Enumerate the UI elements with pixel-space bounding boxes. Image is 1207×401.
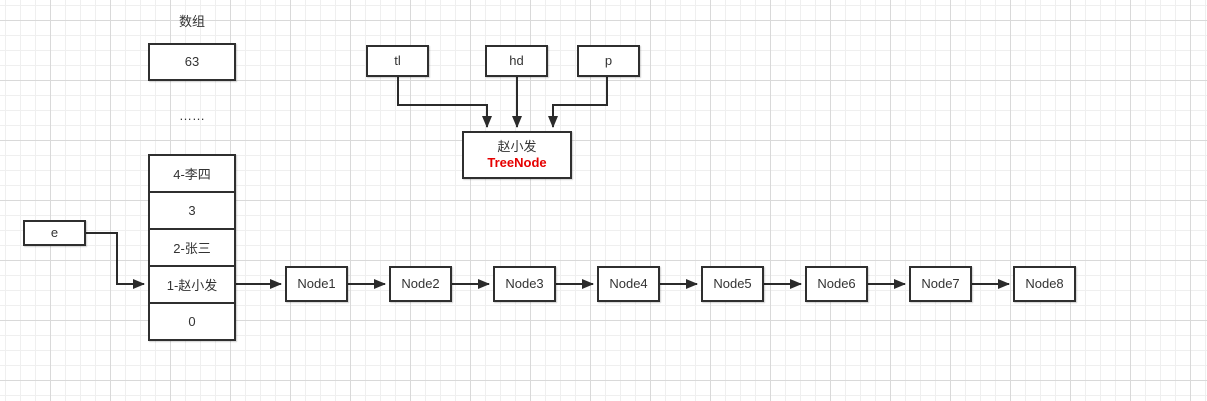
node-box-6[interactable]: Node6	[805, 266, 868, 302]
pointer-e-box[interactable]: e	[23, 220, 86, 246]
array-slot-63-box[interactable]: 63	[148, 43, 236, 81]
treenode-box[interactable]: 赵小发 TreeNode	[462, 131, 572, 179]
array-stack[interactable]: 4-李四 3 2-张三 1-赵小发 0	[148, 154, 236, 341]
array-cell-0[interactable]: 0	[150, 304, 234, 339]
pointer-hd-box[interactable]: hd	[485, 45, 548, 77]
treenode-type: TreeNode	[487, 155, 547, 170]
ellipsis-label: ……	[179, 108, 205, 123]
array-cell-label: 2-张三	[173, 241, 211, 256]
connector-e-to-array[interactable]	[86, 232, 145, 289]
array-slot-63-label: 63	[184, 54, 200, 70]
pointer-p-label: p	[604, 53, 613, 69]
pointer-hd-label: hd	[509, 53, 524, 69]
array-cell-4[interactable]: 4-李四	[150, 156, 234, 193]
pointer-e-label: e	[50, 225, 59, 241]
node-box-5[interactable]: Node5	[701, 266, 764, 302]
node-box-3[interactable]: Node3	[493, 266, 556, 302]
array-cell-2[interactable]: 2-张三	[150, 230, 234, 267]
node-box-8[interactable]: Node8	[1013, 266, 1076, 302]
pointer-p-box[interactable]: p	[577, 45, 640, 77]
node-box-7[interactable]: Node7	[909, 266, 972, 302]
node-label: Node2	[401, 276, 440, 292]
connector-tl-to-treenode[interactable]	[397, 77, 492, 128]
treenode-name: 赵小发	[497, 139, 537, 155]
node-box-2[interactable]: Node2	[389, 266, 452, 302]
node-label: Node8	[1025, 276, 1064, 292]
pointer-tl-label: tl	[394, 53, 401, 69]
array-cell-label: 3	[188, 203, 196, 218]
node-box-1[interactable]: Node1	[285, 266, 348, 302]
array-cell-label: 4-李四	[173, 167, 211, 182]
array-title: 数组	[178, 14, 205, 29]
node-label: Node1	[297, 276, 336, 292]
array-cell-3[interactable]: 3	[150, 193, 234, 230]
node-box-4[interactable]: Node4	[597, 266, 660, 302]
array-cell-label: 0	[188, 314, 196, 329]
node-label: Node7	[921, 276, 960, 292]
array-cell-1[interactable]: 1-赵小发	[150, 267, 234, 304]
node-label: Node5	[713, 276, 752, 292]
pointer-tl-box[interactable]: tl	[366, 45, 429, 77]
connector-p-to-treenode[interactable]	[548, 77, 608, 128]
node-label: Node6	[817, 276, 856, 292]
node-label: Node3	[505, 276, 544, 292]
node-label: Node4	[609, 276, 648, 292]
array-cell-label: 1-赵小发	[166, 278, 218, 293]
